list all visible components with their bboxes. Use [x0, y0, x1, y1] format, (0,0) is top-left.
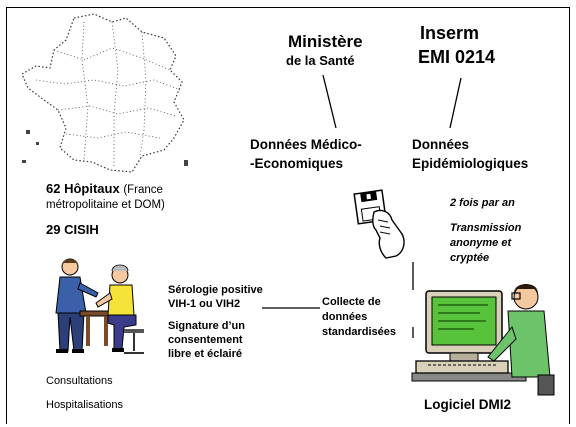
inserm-title: Inserm: [420, 23, 480, 43]
ministry-subtitle: de la Santé: [286, 53, 355, 68]
medico-eco-line1: Données Médico-: [250, 137, 362, 152]
transmission-line2: anonyme et: [450, 237, 512, 249]
medico-eco-line2: -Economiques: [250, 156, 344, 171]
transmission-line3: cryptée: [450, 252, 490, 264]
consent-line1: Signature d’un: [168, 320, 245, 332]
hospitals-count: 62 Hôpitaux: [46, 181, 120, 196]
hospitals-scope-line1: (France: [123, 184, 163, 196]
serology-line1: Sérologie positive: [168, 284, 263, 296]
consent-line3: libre et éclairé: [168, 348, 242, 360]
cisih-count: 29 CISIH: [46, 222, 99, 237]
software-label: Logiciel DMI2: [424, 397, 512, 412]
inserm-unit: EMI 0214: [418, 47, 496, 67]
transmission-frequency: 2 fois par an: [450, 197, 515, 209]
epidemio-line1: Données: [412, 137, 470, 152]
consent-line2: consentement: [168, 334, 243, 346]
computer-user-illustration: [411, 284, 555, 396]
hospitals-scope-line2: métropolitaine et DOM): [46, 199, 165, 211]
collection-line3: standardisées: [322, 326, 396, 338]
france-map-icon: [21, 13, 188, 173]
transmission-line1: Transmission: [450, 222, 522, 234]
collection-line1: Collecte de: [322, 296, 381, 308]
collection-line2: données: [322, 311, 368, 323]
floppy-disk-icon: [353, 189, 405, 259]
ministry-title: Ministère: [288, 32, 363, 51]
hospitalisations-label: Hospitalisations: [46, 399, 124, 411]
serology-line2: VIH-1 ou VIH2: [168, 298, 241, 310]
diagram-frame: [6, 7, 570, 424]
epidemio-line2: Epidémiologiques: [412, 156, 529, 171]
doctor-patient-illustration: [55, 258, 144, 354]
consultations-label: Consultations: [46, 375, 113, 387]
